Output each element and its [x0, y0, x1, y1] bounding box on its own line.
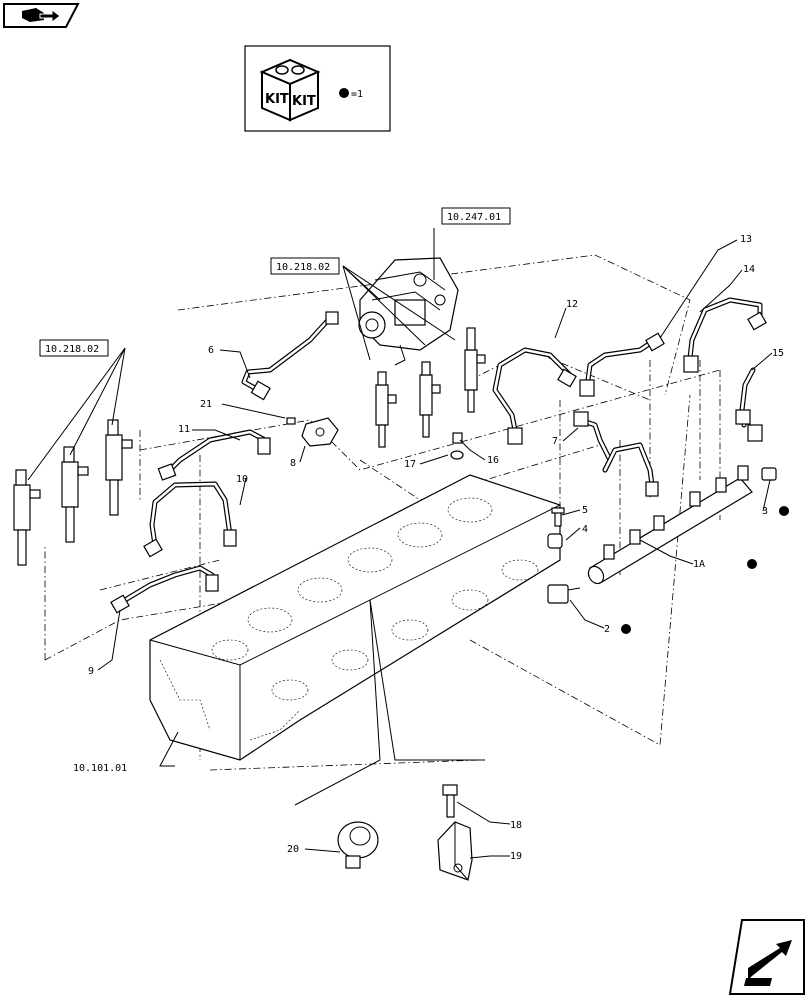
part-20-clamp [337, 821, 379, 869]
pipe-9 [110, 565, 219, 614]
injector-group-left [13, 419, 133, 566]
next-page-arrow-icon[interactable] [728, 919, 805, 995]
callouts: 1A 2 3 4 5 6 7 8 9 10 11 12 13 14 15 16 … [88, 234, 789, 862]
ref-box-pump-injector[interactable]: 10.218.02 [270, 257, 340, 275]
ref-box-left-injector[interactable]: 10.218.02 [39, 339, 109, 357]
ref-pump-text: 10.247.01 [447, 212, 501, 223]
pipe-11 [157, 429, 271, 481]
pipe-10 [143, 481, 237, 558]
callout-3: 3 [762, 506, 768, 517]
kit-text-right: KIT [292, 94, 316, 109]
ref-left-injector-text: 10.218.02 [45, 344, 99, 355]
callout-11: 11 [178, 424, 190, 435]
callout-13: 13 [740, 234, 752, 245]
pipe-6 [241, 311, 339, 401]
kit-box-icon: KIT KIT [259, 58, 321, 122]
pipe-14 [683, 297, 767, 373]
part-17-washer [450, 450, 464, 460]
injector [61, 446, 89, 543]
pipe-7 [573, 411, 659, 497]
book-arrow-icon[interactable] [3, 3, 80, 28]
part-19-bracket [437, 821, 473, 881]
fuel-pump [358, 257, 459, 366]
callout-10: 10 [236, 474, 248, 485]
callout-4: 4 [582, 524, 588, 535]
part-4-sleeve [547, 533, 563, 549]
ref-engine-block-text: 10.101.01 [73, 763, 127, 774]
part-18-bolt [442, 784, 458, 818]
pipe-12 [492, 347, 577, 445]
fuel-rail [587, 465, 753, 585]
injector-group-center [375, 327, 486, 448]
kit-dot-icon [779, 506, 789, 516]
part-5-screw [551, 507, 565, 527]
callout-8: 8 [290, 458, 296, 469]
callout-16: 16 [487, 455, 499, 466]
injector [464, 327, 486, 413]
injector [375, 371, 397, 448]
injector [13, 469, 41, 566]
ref-box-pump[interactable]: 10.247.01 [441, 207, 511, 225]
ref-pump-injector-text: 10.218.02 [276, 262, 330, 273]
callout-6: 6 [208, 345, 214, 356]
callout-2: 2 [604, 624, 610, 635]
callout-21: 21 [200, 399, 212, 410]
kit-text-left: KIT [265, 92, 289, 107]
part-21-bolt [286, 417, 296, 425]
pipe-15 [735, 367, 763, 442]
part-8-valve [301, 417, 339, 447]
callout-14: 14 [743, 264, 755, 275]
kit-dot-icon [339, 88, 349, 98]
pipe-13 [579, 332, 665, 397]
callout-7: 7 [552, 436, 558, 447]
callout-20: 20 [287, 844, 299, 855]
leader-lines [27, 228, 773, 859]
callout-15: 15 [772, 348, 784, 359]
kit-dot-icon [621, 624, 631, 634]
part-2-sensor [547, 584, 581, 604]
kit-dot-icon [747, 559, 757, 569]
injector [419, 361, 441, 438]
part-16-fitting [452, 432, 463, 444]
callout-18: 18 [510, 820, 522, 831]
callout-9: 9 [88, 666, 94, 677]
callout-17: 17 [404, 459, 416, 470]
injector [105, 419, 133, 516]
callout-5: 5 [582, 505, 588, 516]
callout-1a: 1A [693, 559, 705, 570]
engine-cylinder-head [149, 474, 561, 761]
kit-legend-box: KIT KIT =1 [244, 45, 391, 132]
kit-legend-value: =1 [351, 89, 363, 100]
part-3-plug [761, 467, 777, 481]
callout-19: 19 [510, 851, 522, 862]
callout-12: 12 [566, 299, 578, 310]
